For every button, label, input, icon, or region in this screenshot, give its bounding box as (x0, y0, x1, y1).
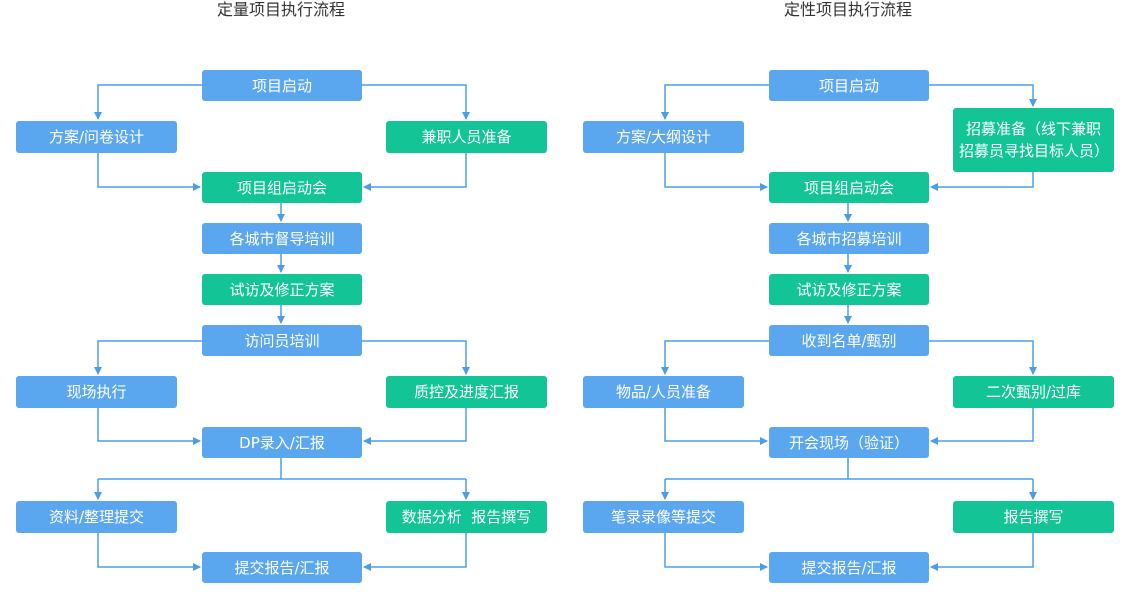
right-node-kickoff: 项目组启动会 (769, 172, 929, 203)
connector (362, 340, 470, 375)
connector (363, 533, 467, 571)
connector (97, 408, 201, 445)
quantitative-flow-title: 定量项目执行流程 (216, 0, 345, 19)
right-node-report: 提交报告/汇报 (769, 552, 929, 583)
left-node-field: 现场执行 (16, 376, 177, 408)
right-node-start: 项目启动 (769, 70, 929, 101)
connector (661, 340, 769, 375)
connector (664, 153, 768, 191)
connector (363, 408, 467, 445)
right-node-writing: 报告撰写 (953, 501, 1114, 533)
left-node-supervisor-training: 各城市督导培训 (202, 223, 362, 254)
left-node-pilot: 试访及修正方案 (202, 274, 362, 305)
right-node-screening: 收到名单/甄别 (769, 325, 929, 356)
right-node-session: 开会现场（验证） (769, 427, 929, 458)
connector (664, 408, 768, 445)
connector (664, 533, 768, 571)
connector (930, 172, 1034, 191)
connector (661, 84, 769, 120)
connector (94, 84, 202, 120)
right-node-pilot: 试访及修正方案 (769, 274, 929, 305)
left-node-qc: 质控及进度汇报 (386, 376, 547, 408)
left-node-analysis: 数据分析 报告撰写 (386, 501, 547, 533)
connector (97, 533, 201, 571)
right-node-records: 笔录录像等提交 (583, 501, 744, 533)
left-node-report: 提交报告/汇报 (202, 552, 362, 583)
right-node-recruit-line2: 招募员寻找目标人员） (959, 142, 1110, 160)
right-node-plan: 方案/大纲设计 (583, 121, 744, 153)
right-node-prep: 物品/人员准备 (583, 376, 744, 408)
left-node-kickoff: 项目组启动会 (202, 172, 362, 203)
left-node-dp: DP录入/汇报 (202, 427, 362, 458)
connector (362, 84, 470, 120)
left-node-materials: 资料/整理提交 (16, 501, 177, 533)
left-node-interviewer-training: 访问员培训 (202, 325, 362, 356)
connector (94, 340, 202, 375)
qualitative-flow-title: 定性项目执行流程 (783, 0, 912, 19)
left-node-start: 项目启动 (202, 70, 362, 101)
right-node-recruit: 招募准备（线下兼职 招募员寻找目标人员） (953, 108, 1114, 172)
connector (363, 153, 467, 191)
connector (929, 340, 1037, 375)
connector (929, 84, 1037, 107)
connector (930, 408, 1034, 445)
left-node-parttime: 兼职人员准备 (386, 121, 547, 153)
right-node-second-screening: 二次甄别/过库 (953, 376, 1114, 408)
connector (97, 153, 201, 191)
right-node-recruit-line1: 招募准备（线下兼职 (965, 120, 1101, 138)
connector (930, 533, 1034, 571)
right-node-recruit-training: 各城市招募培训 (769, 223, 929, 254)
left-node-plan: 方案/问卷设计 (16, 121, 177, 153)
